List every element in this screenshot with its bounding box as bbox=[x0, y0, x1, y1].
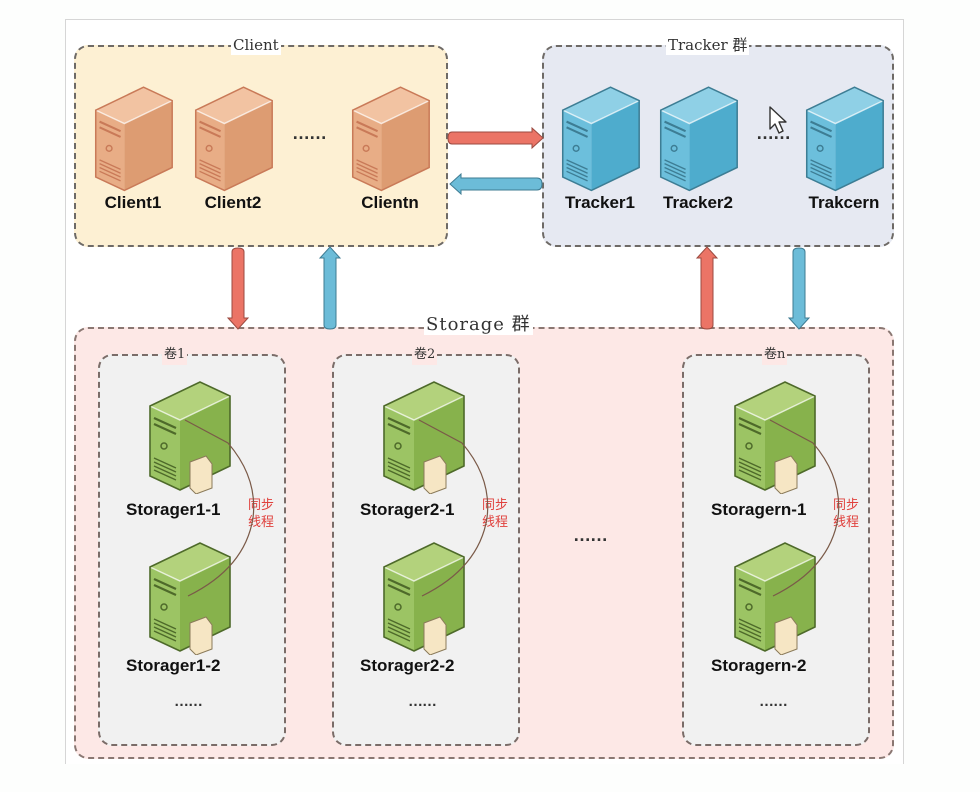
tracker-node: Tracker1 bbox=[552, 77, 648, 213]
file-icon bbox=[423, 455, 447, 494]
tracker-group: Tracker 群 Tracker1 Tracker2 …… Trakcern bbox=[542, 35, 894, 247]
server-icon bbox=[801, 77, 887, 193]
file-icon bbox=[423, 616, 447, 655]
sync-connection-line bbox=[184, 419, 255, 597]
file-icon bbox=[774, 455, 798, 494]
mouse-cursor-icon bbox=[769, 106, 787, 134]
tracker-node-label: Trakcern bbox=[808, 193, 880, 212]
sync-label-line: 线程 bbox=[247, 514, 274, 529]
storage-node bbox=[362, 372, 492, 496]
storage-node-label: Storagern-1 bbox=[711, 500, 807, 519]
storage-node bbox=[362, 533, 492, 657]
storage-node-label: Storagern-2 bbox=[711, 656, 807, 675]
tracker-node-label: Tracker2 bbox=[663, 193, 733, 212]
sync-label-line: 同步 bbox=[247, 497, 274, 512]
volume-ellipsis: …… bbox=[759, 693, 788, 710]
storage-node bbox=[128, 533, 258, 657]
sync-connection-line bbox=[769, 419, 840, 597]
volume-label: 卷n bbox=[762, 345, 788, 365]
storage-node-label: Storager2-2 bbox=[360, 656, 455, 675]
client-node-label: Client1 bbox=[104, 193, 162, 212]
sync-connection-line bbox=[418, 419, 489, 597]
sync-label-line: 线程 bbox=[481, 514, 508, 529]
file-icon bbox=[189, 455, 213, 494]
file-icon bbox=[774, 616, 798, 655]
sync-thread-label: 同步线程 bbox=[831, 496, 861, 530]
sync-thread-label: 同步线程 bbox=[480, 496, 510, 530]
storage-node bbox=[713, 372, 843, 496]
sync-label-line: 同步 bbox=[481, 497, 508, 512]
volume-ellipsis: …… bbox=[174, 693, 203, 710]
client-node-label: Client2 bbox=[204, 193, 262, 212]
storage-ellipsis: …… bbox=[573, 525, 608, 545]
server-icon bbox=[90, 77, 176, 193]
client-group: Client Client1 Client2 …… Clientn bbox=[74, 35, 448, 247]
client-node-label: Clientn bbox=[361, 193, 419, 212]
tracker-node: Tracker2 bbox=[650, 77, 746, 213]
storage-group: Storage 群 卷1 卷2 …… 卷n bbox=[74, 315, 894, 759]
storage-node-label: Storager1-1 bbox=[126, 500, 221, 519]
sync-label-line: 同步 bbox=[832, 497, 859, 512]
client-ellipsis: …… bbox=[292, 123, 327, 143]
storage-node-label: Storager1-2 bbox=[126, 656, 221, 675]
storage-node bbox=[128, 372, 258, 496]
file-icon bbox=[189, 616, 213, 655]
tracker-node: Trakcern bbox=[796, 77, 892, 213]
sync-thread-label: 同步线程 bbox=[246, 496, 276, 530]
server-icon bbox=[655, 77, 741, 193]
volume-ellipsis: …… bbox=[408, 693, 437, 710]
storage-node-label: Storager2-1 bbox=[360, 500, 455, 519]
tracker-group-label: Tracker 群 bbox=[666, 35, 750, 55]
tracker-node-label: Tracker1 bbox=[565, 193, 635, 212]
server-icon bbox=[347, 77, 433, 193]
storage-node bbox=[713, 533, 843, 657]
server-icon bbox=[557, 77, 643, 193]
sync-label-line: 线程 bbox=[832, 514, 859, 529]
volume-label: 卷2 bbox=[412, 345, 438, 365]
client-node: Client2 bbox=[188, 77, 278, 213]
client-node: Client1 bbox=[88, 77, 178, 213]
client-node: Clientn bbox=[343, 77, 437, 213]
client-group-label: Client bbox=[231, 35, 281, 55]
volume-label: 卷1 bbox=[162, 345, 188, 365]
server-icon bbox=[190, 77, 276, 193]
storage-group-label: Storage 群 bbox=[424, 314, 533, 335]
